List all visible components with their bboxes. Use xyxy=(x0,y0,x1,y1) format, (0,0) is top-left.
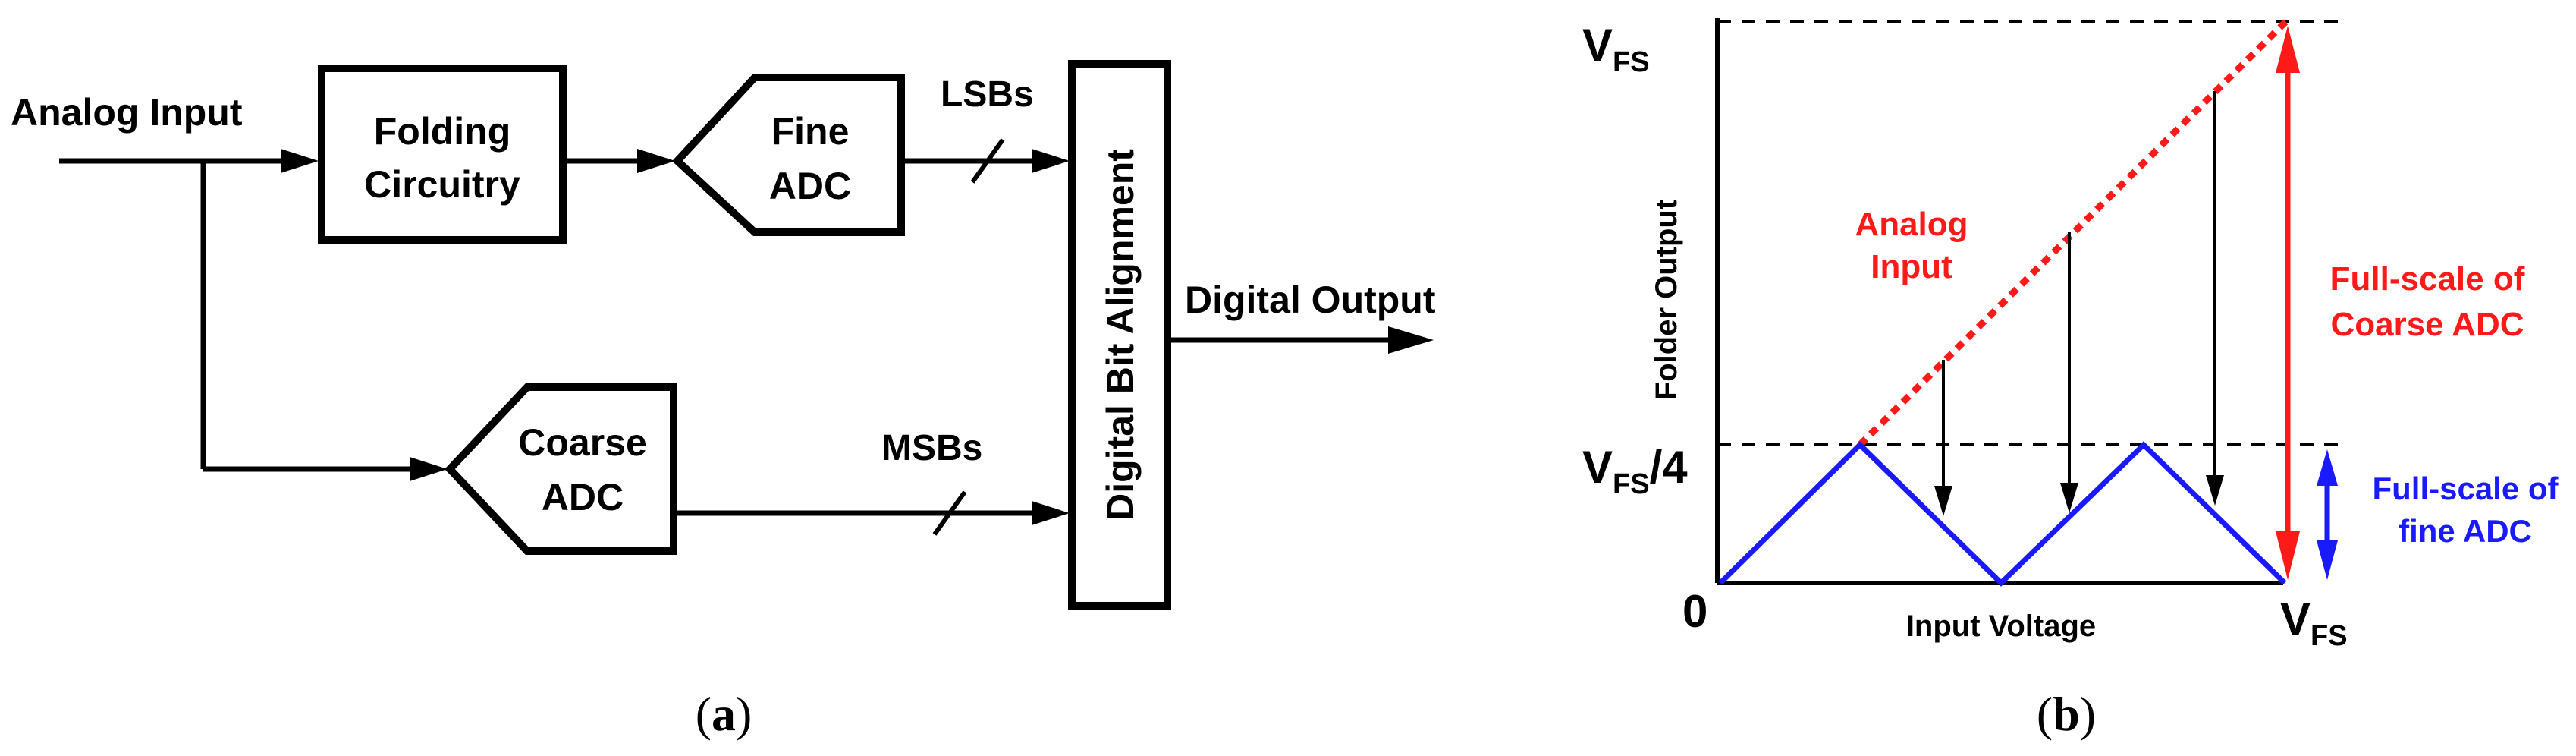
fine-adc-block xyxy=(671,74,905,236)
branch-to-coarse-arrowhead xyxy=(410,457,448,481)
coarse-to-alignment-arrowhead xyxy=(1032,501,1070,525)
digital-output-label: Digital Output xyxy=(1185,279,1436,321)
msb-bus-slash xyxy=(932,490,967,536)
fine-to-alignment-arrowhead xyxy=(1032,149,1070,173)
caption-b: (b) xyxy=(2037,687,2096,741)
coarse-fullscale-label-line2: Coarse ADC xyxy=(2330,306,2524,343)
fold-arrow-1-head xyxy=(1934,486,1952,516)
folding-circuitry-block xyxy=(318,65,567,244)
lsb-label: LSBs xyxy=(941,74,1034,115)
coarse-adc-label-line1: Coarse xyxy=(518,421,647,464)
vfs-bottom-label: VFS xyxy=(2280,594,2348,652)
digital-bit-alignment-block xyxy=(1068,60,1171,610)
fine-fullscale-label-line1: Full-scale of xyxy=(2372,471,2559,506)
caption-a: (a) xyxy=(696,687,752,741)
analog-input-label: Analog Input xyxy=(11,91,243,134)
folding-label-line1: Folding xyxy=(374,110,511,153)
folding-label-line2: Circuitry xyxy=(364,163,520,206)
fold-arrow-3-head xyxy=(2206,475,2224,506)
lsb-bus-slash xyxy=(970,138,1005,184)
fold-arrow-2-head xyxy=(2060,483,2078,513)
fine-fullscale-arrow-bottom xyxy=(2317,540,2338,580)
coarse-fullscale-arrow-bottom xyxy=(2276,531,2300,580)
zero-label: 0 xyxy=(1682,586,1707,637)
fine-adc-label-line1: Fine xyxy=(771,110,850,153)
y-axis-title: Folder Output xyxy=(1650,200,1683,400)
digital-bit-alignment-label: Digital Bit Alignment xyxy=(1099,149,1142,521)
coarse-adc-label-line2: ADC xyxy=(542,476,624,518)
folder-output-wave xyxy=(1718,441,2287,587)
output-arrowhead xyxy=(1388,326,1434,354)
analog-input-annotation-line2: Input xyxy=(1871,248,1952,285)
msb-label: MSBs xyxy=(881,428,982,468)
analog-input-annotation-line1: Analog xyxy=(1855,206,1968,243)
input-to-folding-arrowhead xyxy=(281,149,319,173)
vfs4-label: VFS/4 xyxy=(1582,442,1688,500)
coarse-adc-block xyxy=(445,383,677,555)
folding-to-fine-arrowhead xyxy=(637,149,675,173)
coarse-fullscale-label-line1: Full-scale of xyxy=(2330,260,2525,298)
panel-b: VFS VFS/4 0 VFS Folder Output Input Volt… xyxy=(1582,18,2559,741)
vfs-top-label: VFS xyxy=(1582,20,1650,78)
coarse-fullscale-arrow-top xyxy=(2276,26,2300,73)
x-axis-title: Input Voltage xyxy=(1906,610,2096,643)
fine-adc-label-line2: ADC xyxy=(769,165,851,207)
fine-fullscale-label-line2: fine ADC xyxy=(2399,513,2532,549)
panel-a: Analog Input Folding Circuitry Fine ADC … xyxy=(11,60,1436,741)
fine-fullscale-arrow-top xyxy=(2317,449,2338,486)
